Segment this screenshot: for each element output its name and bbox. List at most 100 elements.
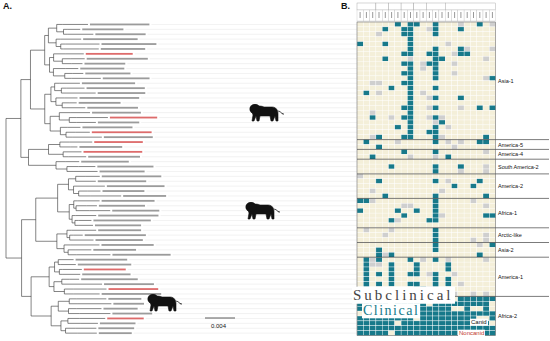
heatmap-cell <box>452 86 458 91</box>
guide-line <box>158 44 357 45</box>
heatmap-cell <box>407 257 413 262</box>
leaf-name-mark <box>87 87 145 89</box>
heatmap-cell <box>439 233 445 238</box>
clade-separator <box>357 227 549 228</box>
tree-branch <box>88 191 101 192</box>
heatmap-cell <box>382 105 388 110</box>
heatmap-cell <box>445 71 451 76</box>
tree-branch <box>45 94 51 95</box>
heatmap-cell <box>483 306 489 311</box>
heatmap-cell <box>452 326 458 331</box>
guide-line <box>137 83 357 84</box>
heatmap-cell <box>433 91 439 96</box>
heatmap-cell <box>489 105 495 110</box>
heatmap-cell <box>363 223 369 228</box>
heatmap-cell <box>376 56 382 61</box>
clade-label: America-5 <box>498 141 523 147</box>
heatmap-cell <box>477 22 483 27</box>
heatmap-cell <box>426 316 432 321</box>
heatmap-cell <box>452 267 458 272</box>
tree-branch <box>73 240 93 241</box>
heatmap-cell <box>420 61 426 66</box>
tree-branch <box>64 48 99 49</box>
heatmap-cell <box>452 272 458 277</box>
heatmap-cell <box>470 96 476 101</box>
heatmap-cell <box>376 277 382 282</box>
heatmap-cell <box>470 125 476 130</box>
heatmap-cell <box>483 257 489 262</box>
heatmap-cell <box>426 164 432 169</box>
heatmap-cell <box>483 154 489 159</box>
heatmap-cell <box>401 115 407 120</box>
heatmap-cell <box>445 306 451 311</box>
heatmap-cell <box>382 169 388 174</box>
guide-line <box>140 279 357 280</box>
heatmap-cell <box>445 194 451 199</box>
heatmap-cell <box>452 194 458 199</box>
heatmap-cell <box>357 159 363 164</box>
tree-branch <box>65 53 84 54</box>
heatmap-cell <box>433 37 439 42</box>
heatmap-cell <box>407 174 413 179</box>
heatmap-cell <box>426 184 432 189</box>
heatmap-cell <box>376 203 382 208</box>
heatmap-cell <box>426 51 432 56</box>
heatmap-cell <box>489 267 495 272</box>
heatmap-cell <box>483 292 489 297</box>
guide-line <box>144 151 357 152</box>
heatmap-cell <box>433 145 439 150</box>
heatmap-cell <box>414 194 420 199</box>
heatmap-cell <box>452 233 458 238</box>
heatmap-cell <box>389 135 395 140</box>
heatmap-cell <box>458 174 464 179</box>
heatmap-cell <box>389 56 395 61</box>
heatmap-cell <box>458 125 464 130</box>
heatmap-cell <box>389 96 395 101</box>
heatmap-cell <box>414 169 420 174</box>
tree-branch <box>76 210 89 211</box>
heatmap-cell <box>376 110 382 115</box>
tree-branch <box>75 328 96 329</box>
heatmap-cell <box>401 66 407 71</box>
heatmap-cell <box>376 262 382 267</box>
heatmap-cell <box>483 66 489 71</box>
heatmap-cell <box>489 218 495 223</box>
heatmap-cell <box>433 316 439 321</box>
heatmap-cell <box>445 51 451 56</box>
heatmap-cell <box>477 218 483 223</box>
heatmap-cell <box>433 213 439 218</box>
heatmap-cell <box>395 66 401 71</box>
heatmap-cell <box>382 27 388 32</box>
heatmap-cell <box>389 203 395 208</box>
heatmap-cell <box>363 208 369 213</box>
heatmap-cell <box>433 272 439 277</box>
heatmap-cell <box>370 228 376 233</box>
heatmap-cell <box>382 174 388 179</box>
guide-line <box>167 186 357 187</box>
tree-branch <box>79 195 91 196</box>
heatmap-cell <box>439 66 445 71</box>
heatmap-cell <box>414 189 420 194</box>
heatmap-cell <box>382 233 388 238</box>
heatmap-cell <box>483 169 489 174</box>
heatmap-cell <box>470 257 476 262</box>
heatmap-cell <box>395 130 401 135</box>
tree-branch <box>54 281 62 282</box>
tree-branch <box>68 323 80 324</box>
heatmap-cell <box>401 179 407 184</box>
leaf-name-mark <box>82 126 132 128</box>
heatmap-cell <box>458 272 464 277</box>
heatmap-cell <box>401 51 407 56</box>
guide-line <box>150 58 357 59</box>
heatmap-cell <box>464 233 470 238</box>
heatmap-cell <box>426 27 432 32</box>
heatmap-cell <box>401 257 407 262</box>
heatmap-cell <box>420 96 426 101</box>
leaf-name-mark <box>94 141 143 143</box>
heatmap-cell <box>357 96 363 101</box>
heatmap-cell <box>395 42 401 47</box>
heatmap-cell <box>445 257 451 262</box>
heatmap-cell <box>477 135 483 140</box>
heatmap-cell <box>389 243 395 248</box>
heatmap-cell <box>414 164 420 169</box>
